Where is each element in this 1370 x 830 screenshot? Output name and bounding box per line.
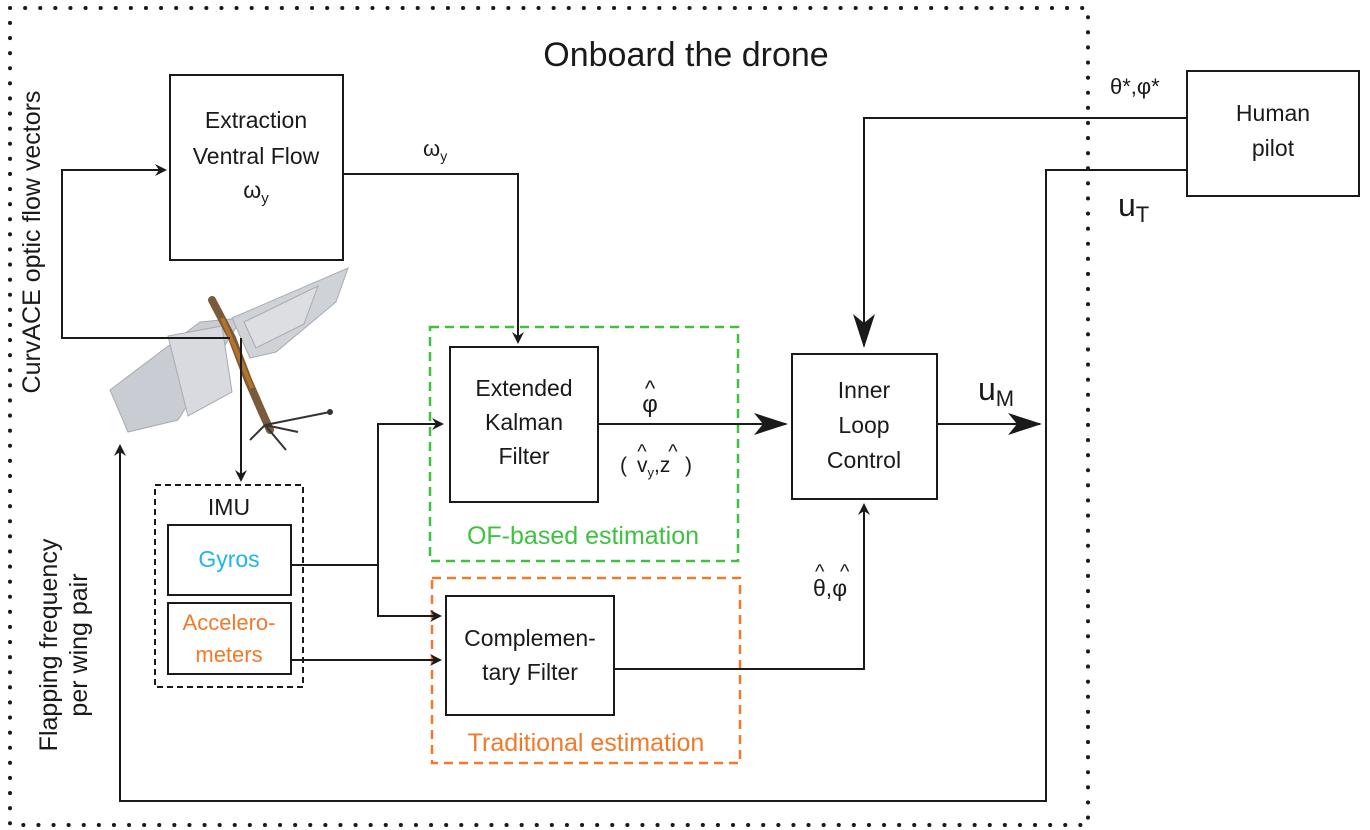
inner-loop-label-line1: Inner (838, 377, 891, 403)
of-based-label: OF-based estimation (467, 522, 699, 550)
u-t-feedback-line (114, 169, 1187, 802)
complementary-label-line2: tary Filter (482, 659, 578, 685)
ekf-label-line1: Extended (475, 375, 572, 401)
extraction-block (169, 74, 344, 261)
gyros-block (167, 524, 292, 596)
optic-flow-label: CurvACE optic flow vectors (18, 91, 46, 394)
vz-hat-mark-v: ^ (637, 441, 647, 463)
flapping-label-line1: Flapping frequency (35, 538, 63, 751)
u-m-symbol: u (978, 371, 996, 407)
u-t-label: uT (1118, 187, 1149, 227)
complementary-label-line1: Complemen- (464, 625, 596, 651)
theta-hat-mark: ^ (815, 561, 825, 583)
drone-illustration (109, 267, 349, 451)
theta-phi-hat-marks: ^^ (815, 561, 850, 583)
flapping-label-line2: per wing pair (65, 573, 93, 716)
human-pilot-block (1186, 70, 1360, 197)
vz-v: v (637, 454, 648, 477)
accelerometers-block (167, 602, 292, 675)
extraction-omega-symbol: ω (243, 177, 261, 203)
vz-hat-marks: ^^ (637, 441, 678, 463)
drone-wing-right-inner (243, 285, 319, 349)
extraction-omega: ωy (243, 177, 269, 207)
human-pilot-label-line2: pilot (1252, 135, 1295, 161)
drone-tail (249, 411, 331, 451)
u-t-sub: T (1136, 202, 1149, 227)
omega-signal-sub: y (440, 148, 447, 164)
vz-hat-mark-z: ^ (668, 441, 678, 463)
u-t-symbol: u (1118, 187, 1136, 223)
vz-close: ) (685, 454, 692, 477)
gyros-to-complementary-arrow (377, 565, 442, 622)
vz-sub: y (648, 465, 655, 480)
extraction-label-line2: Ventral Flow (193, 143, 320, 169)
accelerometers-label-line2: meters (195, 642, 262, 667)
phi-hat-mark: ^ (645, 376, 656, 401)
gyros-to-ekf-arrow (291, 418, 444, 566)
of-based-region (428, 325, 740, 563)
theta-hat-symbol: θ (813, 575, 826, 601)
omega-signal-symbol: ω (423, 136, 440, 161)
setpoints-arrow (853, 117, 1187, 348)
setpoints-label: θ*,φ* (1110, 74, 1160, 99)
vz-z: z (660, 454, 671, 477)
theta-phi-hat-label: θ,φ (813, 575, 847, 601)
u-m-sub: M (996, 386, 1014, 411)
onboard-boundary (8, 6, 1090, 827)
inner-loop-label-line3: Control (827, 447, 901, 473)
vz-hat-label: ( vy,z) (620, 454, 692, 480)
phi-hat-mark-2: ^ (840, 561, 850, 583)
phi-hat-symbol: φ (832, 575, 847, 601)
extraction-omega-sub: y (261, 190, 269, 207)
gyros-label: Gyros (198, 546, 259, 572)
theta-phi-hat-arrow (614, 503, 870, 670)
inner-loop-control-block (791, 353, 938, 500)
drone-electronics (220, 317, 254, 389)
inner-loop-label-line2: Loop (838, 412, 889, 438)
extraction-label-line1: Extraction (205, 107, 307, 133)
omega-signal-label: ωy (423, 136, 447, 164)
theta-phi-comma: , (826, 575, 832, 601)
traditional-label: Traditional estimation (468, 729, 705, 757)
optic-flow-arrow (61, 164, 230, 339)
complementary-filter-block (445, 595, 615, 716)
imu-title: IMU (208, 494, 250, 520)
phi-hat-label: φ (642, 391, 658, 418)
imu-group (154, 484, 304, 688)
drone-tail-dot (327, 409, 333, 415)
diagram-title: Onboard the drone (543, 36, 828, 74)
ekf-label-line2: Kalman (485, 409, 563, 435)
vz-comma: , (654, 454, 660, 477)
traditional-region (430, 576, 742, 765)
ekf-label-line3: Filter (498, 443, 549, 469)
human-pilot-label-line1: Human (1236, 100, 1310, 126)
drone-wing-left-inner (167, 325, 233, 417)
accelerometers-label-line1: Accelero- (183, 610, 276, 635)
vz-open: ( (620, 454, 627, 477)
u-m-label: uM (978, 371, 1014, 411)
omega-signal-arrow (343, 173, 524, 344)
